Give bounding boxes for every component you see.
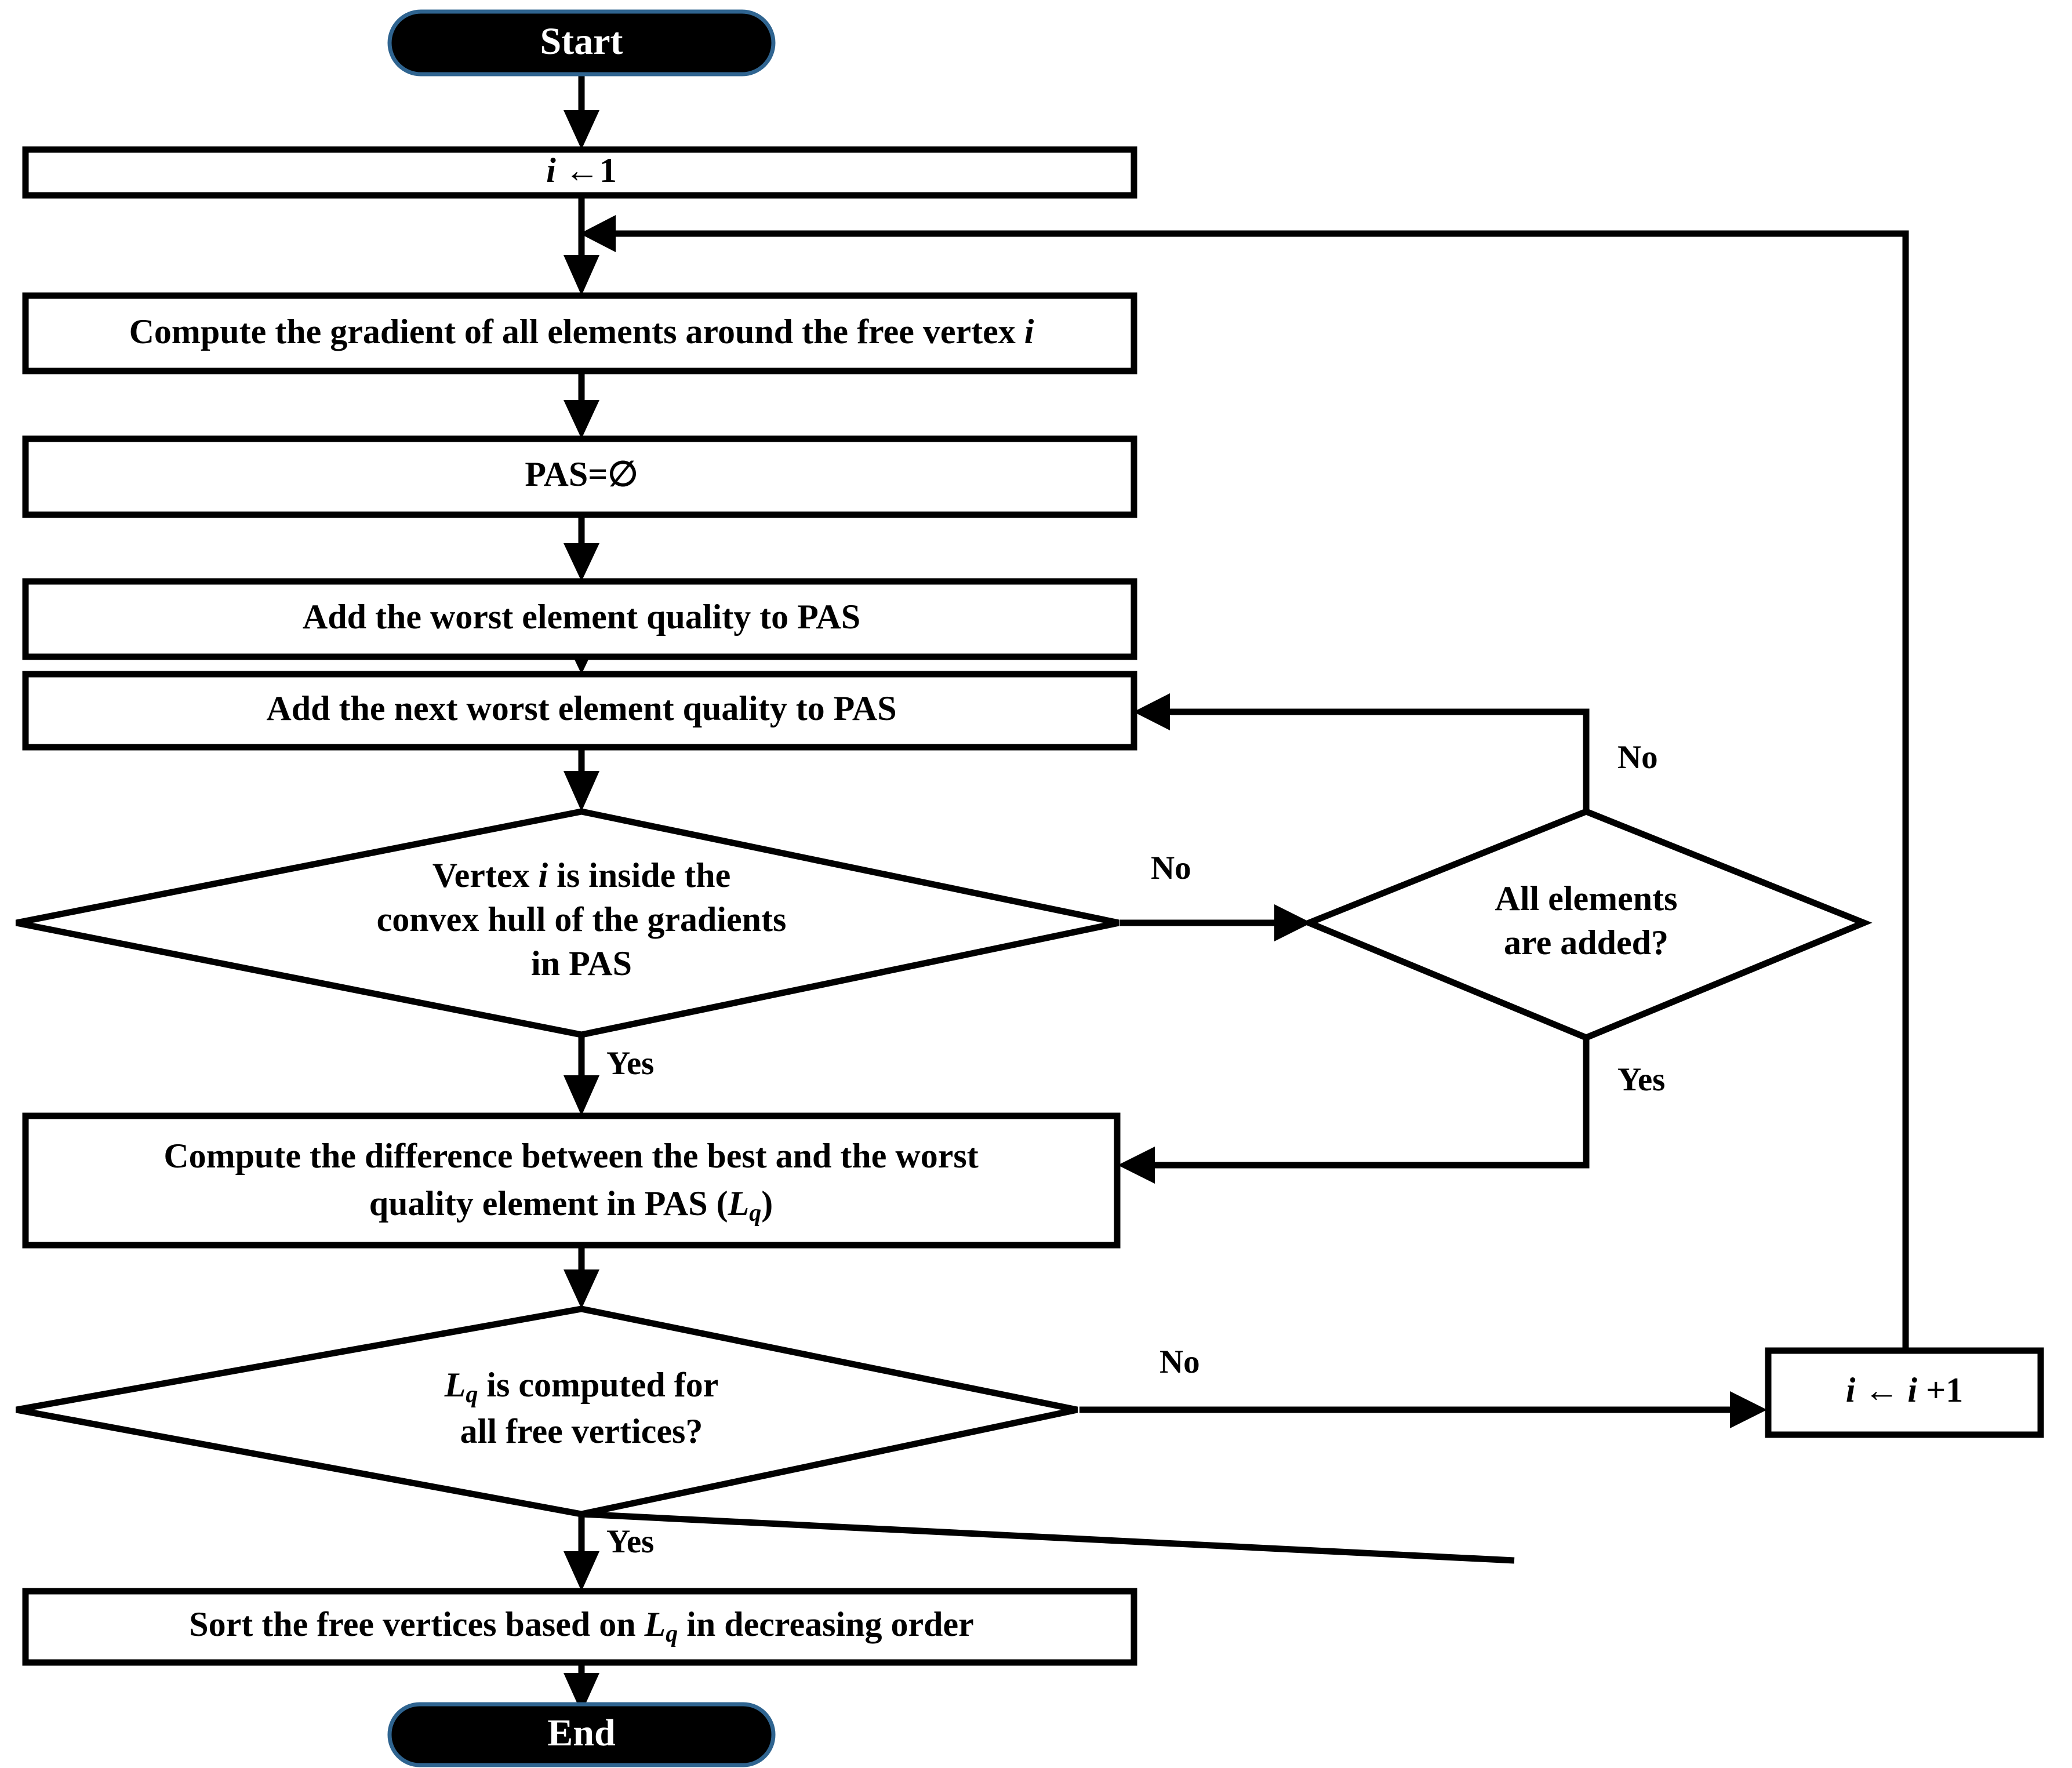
compute-difference-line-1: Compute the difference between the best … (163, 1137, 978, 1175)
increment-box-shape (1765, 1347, 2044, 1438)
node-compute-difference[interactable]: Compute the difference between the best … (22, 1112, 1121, 1249)
node-all-added[interactable]: All elements are added? (1300, 808, 1873, 1041)
compute-difference-symbol-L: L (728, 1184, 750, 1223)
end-terminal-shape (387, 1702, 776, 1767)
start-label: Start (540, 20, 623, 63)
node-increment[interactable]: i ← i +1 (1765, 1347, 2044, 1438)
node-sort-vertices[interactable]: Sort the free vertices based on Lq in de… (22, 1588, 1137, 1666)
compute-gradient-text: Compute the gradient of all elements aro… (129, 312, 1024, 351)
add-next-worst-box-shape (22, 671, 1137, 751)
node-add-worst[interactable]: Add the worst element quality to PAS (22, 578, 1137, 660)
lq-done-line-1: Lq is computed for (444, 1366, 719, 1408)
lq-done-subscript-q: q (466, 1381, 478, 1408)
all-added-line-1: All elements (1495, 879, 1678, 918)
compute-gradient-variable-i: i (1024, 312, 1034, 351)
increment-plus-one: +1 (1917, 1371, 1963, 1409)
init-box-shape (22, 146, 1137, 199)
node-pas-empty[interactable]: PAS=∅ (22, 435, 1137, 518)
edge-label-inside-hull-yes: Yes (606, 1045, 654, 1082)
edge-label-lq-done-yes: Yes (606, 1523, 654, 1560)
node-add-next-worst[interactable]: Add the next worst element quality to PA… (22, 671, 1137, 751)
increment-label: i ← i +1 (1846, 1371, 1964, 1409)
node-compute-gradient[interactable]: Compute the gradient of all elements aro… (22, 292, 1137, 374)
edge-init-to-compute-gradient (564, 195, 599, 296)
compute-gradient-box-shape (22, 292, 1137, 374)
increment-variable-i-right: i (1907, 1371, 1917, 1409)
end-label: End (547, 1712, 615, 1754)
node-start[interactable]: Start (387, 9, 776, 77)
compute-difference-line-2: quality element in PAS (Lq) (369, 1184, 773, 1227)
start-terminal-shape (387, 9, 776, 77)
inside-hull-text-b: is inside the (548, 856, 730, 894)
inside-hull-line-3: in PAS (531, 944, 632, 983)
increment-variable-i-left: i (1846, 1371, 1856, 1409)
edge-label-all-added-yes: Yes (1617, 1061, 1665, 1098)
edge-increment-to-loop (580, 215, 1909, 1351)
lq-done-diamond-shape (16, 1305, 1078, 1518)
edge-lq-done-yes-to-sort (564, 1511, 1515, 1591)
node-lq-done[interactable]: Lq is computed for all free vertices? (16, 1305, 1078, 1518)
edge-label-lq-done-no: No (1159, 1344, 1200, 1380)
add-next-worst-label: Add the next worst element quality to PA… (266, 689, 896, 727)
inside-hull-line-2: convex hull of the gradients (377, 900, 787, 938)
compute-gradient-label: Compute the gradient of all elements aro… (129, 312, 1034, 351)
all-added-diamond-shape (1300, 808, 1873, 1041)
node-init[interactable]: i ←1 (22, 146, 1137, 199)
sort-vertices-symbol-L: L (644, 1605, 666, 1643)
node-inside-hull[interactable]: Vertex i is inside the convex hull of th… (15, 808, 1120, 1038)
edge-compute-difference-to-lq-done (564, 1245, 599, 1309)
sort-vertices-subscript-q: q (666, 1621, 678, 1647)
edge-label-all-added-no: No (1617, 739, 1658, 776)
inside-hull-line-1: Vertex i is inside the (432, 856, 730, 894)
compute-difference-text-a: quality element in PAS ( (369, 1184, 728, 1223)
add-worst-box-shape (22, 578, 1137, 660)
init-assign-value: ←1 (556, 151, 617, 190)
increment-arrow: ← (1855, 1371, 1907, 1409)
pas-empty-label: PAS=∅ (525, 455, 638, 493)
edge-label-inside-hull-no: No (1151, 850, 1191, 886)
lq-done-symbol-L: L (444, 1366, 466, 1404)
edge-start-to-init (564, 74, 599, 150)
compute-difference-subscript-q: q (749, 1200, 761, 1227)
lq-done-text: is computed for (478, 1366, 718, 1404)
init-label: i ←1 (546, 151, 617, 190)
edge-add-next-worst-to-inside-hull (564, 747, 599, 812)
inside-hull-variable-i: i (538, 856, 548, 894)
compute-difference-text-b: ) (761, 1184, 773, 1223)
edge-compute-gradient-to-pas-empty (564, 371, 599, 439)
sort-vertices-text-b: in decreasing order (678, 1605, 974, 1643)
edge-inside-hull-no-to-all-added (1120, 904, 1311, 941)
init-variable-i: i (546, 151, 556, 190)
edge-pas-empty-to-add-worst (564, 515, 599, 581)
edge-all-added-yes-to-compute-difference (1118, 1038, 1590, 1184)
edge-all-added-no-to-add-next-worst (1133, 693, 1590, 812)
edge-inside-hull-yes-to-compute-difference (564, 1035, 599, 1116)
node-end[interactable]: End (387, 1702, 776, 1767)
compute-difference-box-shape (22, 1112, 1121, 1249)
inside-hull-text-a: Vertex (432, 856, 539, 894)
sort-vertices-box-shape (22, 1588, 1137, 1666)
edge-lq-done-no-to-increment (1079, 1391, 1767, 1428)
sort-vertices-text-a: Sort the free vertices based on (189, 1605, 644, 1643)
lq-done-line-2: all free vertices? (460, 1412, 703, 1450)
sort-vertices-label: Sort the free vertices based on Lq in de… (189, 1605, 974, 1647)
all-added-line-2: are added? (1504, 923, 1668, 962)
pas-empty-box-shape (22, 435, 1137, 518)
inside-hull-diamond-shape (15, 808, 1120, 1038)
add-worst-label: Add the worst element quality to PAS (303, 598, 860, 636)
